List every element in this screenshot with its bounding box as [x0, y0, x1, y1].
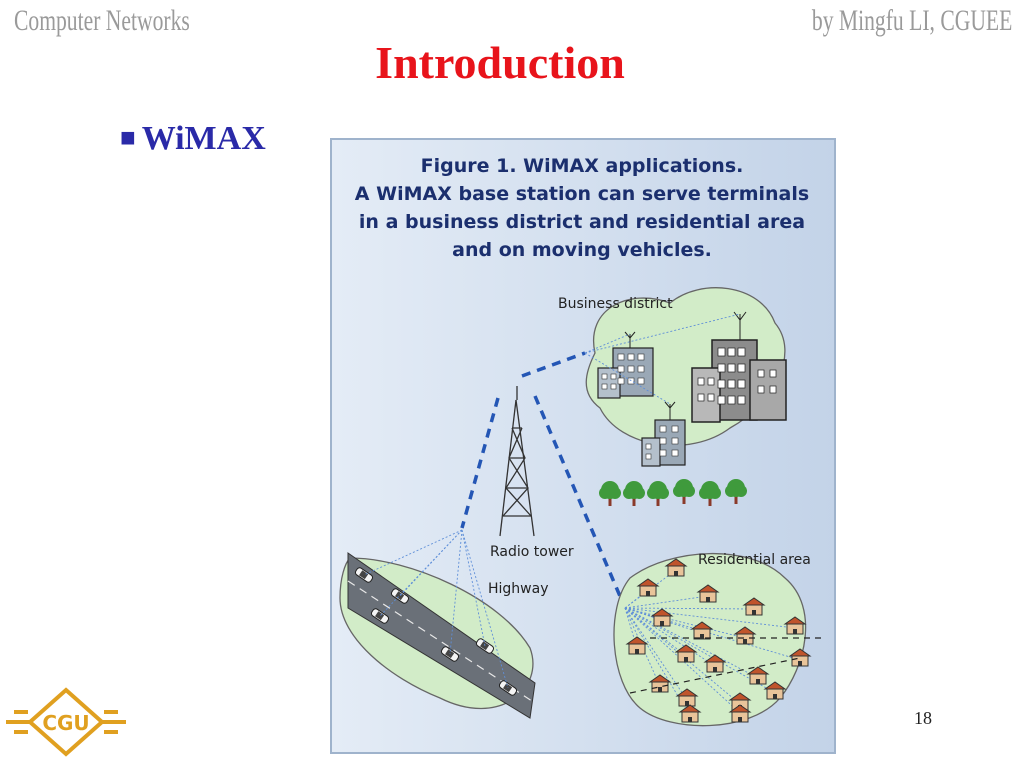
office-building-icon	[597, 331, 654, 399]
business-district-label: Business district	[558, 296, 673, 312]
square-bullet-icon: ■	[120, 123, 136, 152]
tall-building-icon	[691, 311, 787, 423]
logo-text: CGU	[42, 711, 89, 735]
page-number: 18	[914, 708, 932, 728]
wireless-links	[460, 351, 627, 609]
figure-caption-line-1: Figure 1. WiMAX applications.	[421, 155, 744, 177]
bullet-item: ■WiMAX	[120, 120, 266, 158]
residential-area	[613, 552, 807, 727]
highway-label: Highway	[488, 581, 549, 597]
figure-caption-line-2: A WiMAX base station can serve terminals	[355, 183, 809, 205]
cgu-university-logo-icon: CGU	[6, 687, 126, 757]
author-header: by Mingfu LI, CGUEE	[811, 4, 1012, 37]
radio-tower-label: Radio tower	[490, 544, 574, 560]
residential-area-label: Residential area	[698, 552, 811, 568]
small-building-icon	[641, 401, 686, 467]
course-title-header: Computer Networks	[14, 4, 190, 37]
figure-caption-line-4: and on moving vehicles.	[452, 239, 712, 261]
radio-tower-icon	[499, 386, 535, 537]
figure-caption-line-3: in a business district and residential a…	[359, 211, 805, 233]
slide-title: Introduction	[375, 37, 625, 88]
wimax-figure: Figure 1. WiMAX applications. A WiMAX ba…	[330, 138, 836, 754]
bullet-text: WiMAX	[141, 120, 266, 157]
